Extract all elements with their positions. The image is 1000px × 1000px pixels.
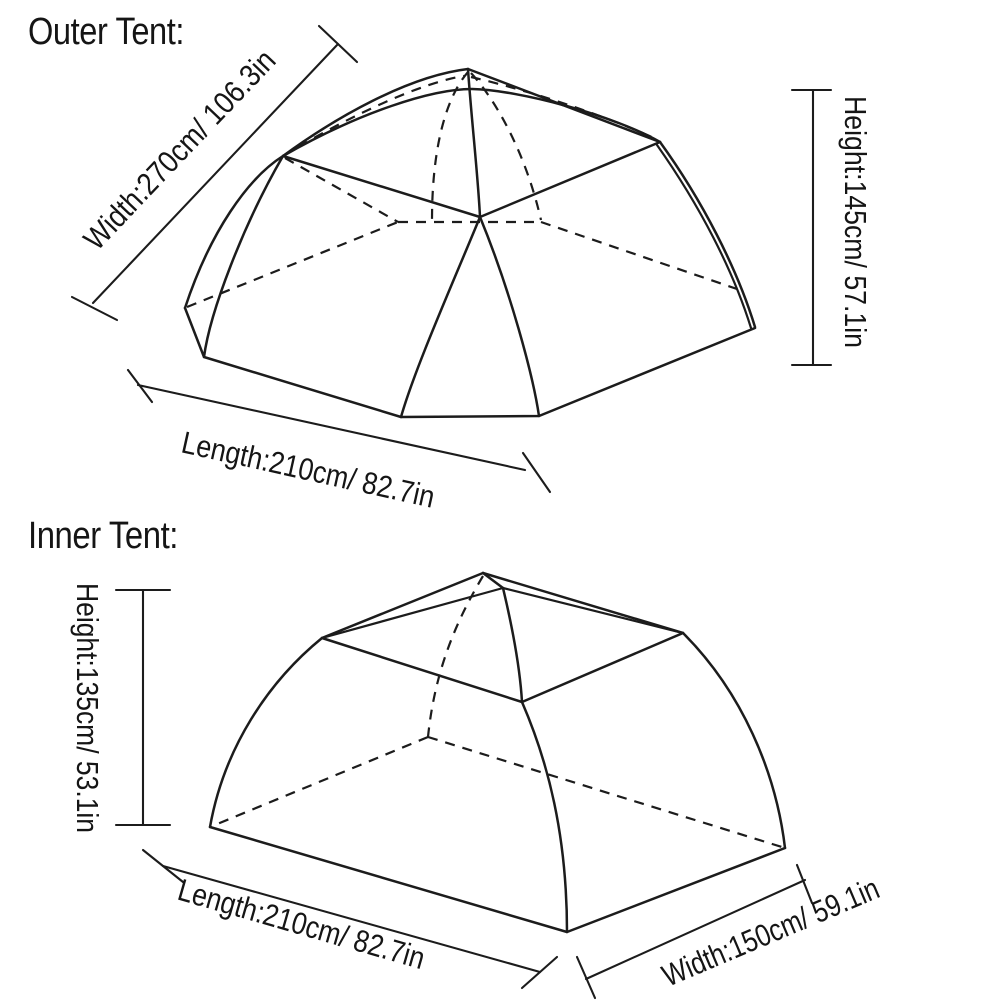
inner-hidden-back-pole [426, 575, 484, 738]
inner-width-dim-line [584, 878, 807, 981]
inner-tent-section: Inner Tent: [28, 515, 884, 1000]
outer-front-left-edge [202, 154, 285, 359]
outer-tent-section: Outer Tent: [28, 11, 873, 515]
inner-height-label: Height:135cm/ 53.1in [70, 583, 105, 833]
inner-top-left-upper-edge [320, 571, 485, 640]
inner-width-dimension: Width:150cm/ 59.1in [575, 863, 884, 1000]
outer-ground-edge [183, 306, 757, 419]
outer-front-right-seam [478, 215, 541, 418]
outer-hidden-left-seam [282, 74, 465, 157]
outer-hidden-back-right-pole [470, 72, 543, 221]
outer-length-dim-tick-right [521, 451, 552, 494]
inner-width-dim-tick-left [575, 955, 597, 1000]
outer-left-eave-to-center [281, 154, 482, 219]
outer-right-eave-to-center [478, 140, 662, 219]
outer-width-dim-tick-upper [317, 24, 359, 64]
outer-right-edge-outer [658, 140, 757, 329]
outer-height-label: Height:145cm/ 57.1in [838, 96, 873, 348]
outer-width-dim-line [91, 42, 340, 305]
inner-front-center-seam-top [501, 586, 524, 704]
outer-tent-drawing [183, 67, 757, 419]
inner-hidden-back-right-ground [427, 735, 786, 850]
outer-tent-title: Outer Tent: [28, 11, 184, 53]
inner-front-center-seam-bottom [520, 700, 569, 934]
outer-hidden-right-seam [470, 75, 657, 140]
outer-length-dimension: Length:210cm/ 82.7in [126, 368, 552, 515]
inner-length-dim-tick-right [520, 955, 559, 990]
outer-hidden-left-ground-edge [186, 220, 399, 309]
inner-height-dimension: Height:135cm/ 53.1in [70, 583, 172, 833]
inner-length-dimension: Length:210cm/ 82.7in [141, 848, 559, 990]
outer-dome-cross-arc [281, 87, 662, 158]
outer-height-dimension: Height:145cm/ 57.1in [790, 88, 873, 367]
inner-apex-edge [481, 571, 505, 590]
inner-right-arc [681, 631, 787, 850]
outer-width-dimension: Width:270cm/ 106.3in [70, 24, 359, 322]
inner-top-left-lower-edge [320, 586, 505, 640]
inner-top-right-lower-edge [501, 586, 685, 635]
inner-hidden-back-left-ground [209, 735, 429, 829]
outer-length-dim-tick-left [126, 368, 154, 404]
outer-hidden-right-ground-edge [540, 220, 738, 291]
outer-hidden-back-left-pole [430, 71, 469, 221]
outer-width-dim-tick-lower [70, 295, 119, 322]
outer-front-left-seam [399, 215, 482, 419]
inner-tent-title: Inner Tent: [28, 515, 178, 557]
outer-right-edge-inner [655, 143, 753, 330]
inner-length-dim-line [161, 864, 542, 974]
inner-left-arc [208, 636, 324, 829]
outer-hidden-left-eave-edge [284, 157, 399, 223]
outer-length-dim-line [136, 383, 527, 472]
inner-length-dim-tick-left [141, 848, 185, 884]
inner-front-top-right-edge [520, 631, 685, 704]
outer-center-seam [466, 67, 482, 219]
outer-width-label: Width:270cm/ 106.3in [77, 43, 283, 257]
inner-front-top-left-edge [320, 636, 524, 704]
inner-tent-drawing [208, 571, 787, 934]
outer-ridge-seam [466, 67, 662, 144]
inner-length-label: Length:210cm/ 82.7in [174, 872, 429, 976]
outer-length-label: Length:210cm/ 82.7in [178, 425, 437, 515]
inner-top-right-upper-edge [481, 571, 685, 635]
inner-width-dim-tick-right [795, 863, 814, 905]
inner-ground-edge [208, 825, 787, 934]
